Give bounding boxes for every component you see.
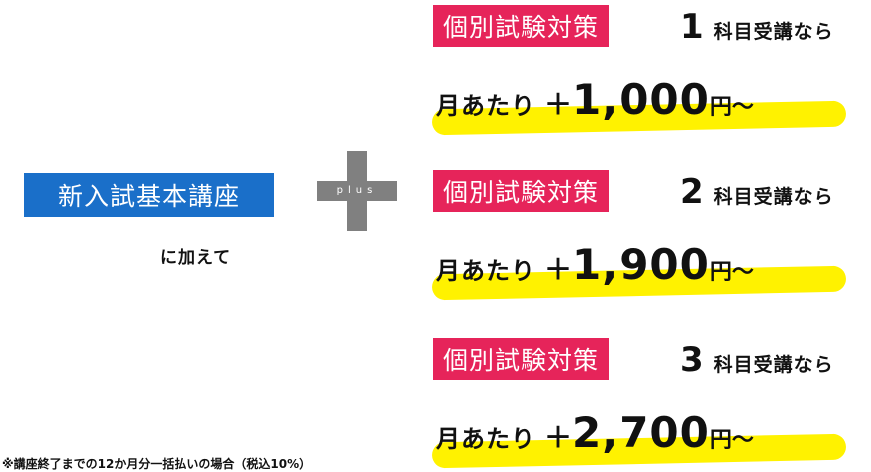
offer-tag: 個別試験対策 [433,170,610,212]
price-yen: 円〜 [709,260,754,285]
subject-count-text: 科目受講なら [713,21,834,43]
price: 月あたり ＋ 1,000 円〜 [436,75,754,124]
base-course-badge: 新入試基本講座 [24,173,274,217]
price: 月あたり ＋ 2,700 円〜 [436,408,754,457]
price-amount: 2,700 [572,408,710,457]
subject-count: 2 科目受講なら [680,172,834,212]
offer-3: 個別試験対策 3 科目受講なら 月あたり ＋ 2,700 円〜 [0,338,871,469]
price-prefix: 月あたり [436,425,536,453]
subject-count-number: 3 [680,340,704,380]
price-prefix: 月あたり [436,257,536,285]
in-addition-text: に加えて [160,248,232,268]
price: 月あたり ＋ 1,900 円〜 [436,240,754,289]
offer-2: 個別試験対策 2 科目受講なら 月あたり ＋ 1,900 円〜 [0,170,871,301]
price-plus: ＋ [544,421,573,454]
subject-count-number: 2 [680,172,704,212]
subject-count-number: 1 [680,7,704,47]
plus-icon [317,181,397,201]
price-yen: 円〜 [709,95,754,120]
subject-count-text: 科目受講なら [713,186,834,208]
payment-footnote: ※講座終了までの12か月分一括払いの場合（税込10%） [2,457,312,471]
offer-tag: 個別試験対策 [433,5,610,47]
price-yen: 円〜 [709,428,754,453]
base-course-label: 新入試基本講座 [57,182,240,211]
subject-count-text: 科目受講なら [713,354,834,376]
price-amount: 1,900 [572,240,710,289]
price-amount: 1,000 [572,75,710,124]
subject-count: 3 科目受講なら [680,340,834,380]
price-plus: ＋ [544,253,573,286]
offer-1: 個別試験対策 1 科目受講なら 月あたり ＋ 1,000 円〜 [0,5,871,136]
price-prefix: 月あたり [436,92,536,120]
plus-label: plus [336,185,378,196]
price-plus: ＋ [544,88,573,121]
offer-tag: 個別試験対策 [433,338,610,380]
subject-count: 1 科目受講なら [680,7,834,47]
